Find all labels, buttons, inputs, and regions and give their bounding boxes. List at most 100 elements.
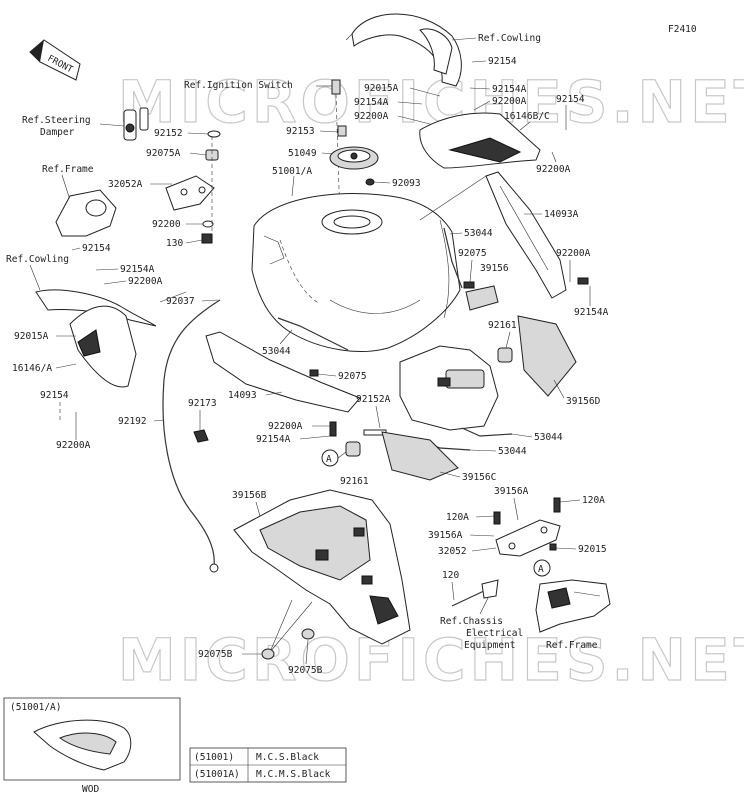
part-51001A: 51001/A xyxy=(272,166,312,177)
bolt-92154A-center xyxy=(329,421,337,437)
part-39156B: 39156B xyxy=(232,490,267,501)
part-92200A-right-3: 92200A xyxy=(556,248,591,259)
part-53044-bottom-2: 53044 xyxy=(498,446,527,457)
damper-92075-mid xyxy=(309,369,319,377)
ref-cowling-left-label: Ref.Cowling xyxy=(6,254,69,265)
bolt-92153 xyxy=(337,125,347,137)
bracket-32052 xyxy=(495,519,561,557)
color-table-code-1: (51001) xyxy=(194,752,234,763)
ref-chassis-label-1: Ref.Chassis xyxy=(440,616,503,627)
bolt-130 xyxy=(201,233,213,244)
inset-box xyxy=(3,697,181,781)
part-92200A-right-1: 92200A xyxy=(492,96,527,107)
part-14093: 14093 xyxy=(228,390,257,401)
part-120A-1: 120A xyxy=(582,495,605,506)
side-cover-14093A xyxy=(485,171,567,299)
part-92200A-center: 92200A xyxy=(268,421,303,432)
seal-53044-bottom-1 xyxy=(461,427,513,437)
chassis-bracket xyxy=(481,579,499,599)
color-table-code-2: (51001A) xyxy=(194,769,240,780)
frame-left-part xyxy=(55,189,117,237)
seal-53044-top xyxy=(443,227,463,289)
part-92015A-left: 92015A xyxy=(14,331,49,342)
part-39156D: 39156D xyxy=(566,396,601,407)
side-cover-14093 xyxy=(205,331,361,413)
part-16146A: 16146/A xyxy=(12,363,52,374)
upper-cowling-part xyxy=(345,13,462,87)
pad-39156D xyxy=(517,315,577,397)
oring-92093 xyxy=(365,178,375,186)
steering-damper-bracket xyxy=(123,107,149,141)
ref-frame-right-label: Ref.Frame xyxy=(546,640,598,651)
part-120: 120 xyxy=(442,570,459,581)
damper-92161-bottom xyxy=(345,441,361,457)
part-92154-right: 92154 xyxy=(556,94,585,105)
part-92200: 92200 xyxy=(152,219,181,230)
inset-tank-part xyxy=(33,719,132,771)
part-39156: 39156 xyxy=(480,263,509,274)
damper-92015 xyxy=(549,543,557,551)
part-53044-mid: 53044 xyxy=(262,346,291,357)
callout-a-2: A xyxy=(538,564,544,575)
bracket-32052A xyxy=(165,175,215,211)
part-92152A: 92152A xyxy=(356,394,391,405)
damper-label: Damper xyxy=(40,127,75,138)
part-53044-bottom-1: 53044 xyxy=(534,432,563,443)
part-92075-center: 92075 xyxy=(458,248,487,259)
part-92200A-right-rear: 92200A xyxy=(536,164,571,175)
part-92154A-right-1: 92154A xyxy=(492,84,527,95)
frame-right-part xyxy=(535,579,611,633)
front-arrow-icon: FRONT xyxy=(29,39,81,81)
part-92154A-right-2: 92154A xyxy=(354,97,389,108)
part-92154A-center: 92154A xyxy=(256,434,291,445)
clamp-92173 xyxy=(193,429,209,443)
part-92152: 92152 xyxy=(154,128,183,139)
color-table: (51001) M.C.S.Black (51001A) M.C.M.S.Bla… xyxy=(189,747,347,783)
pad-39156C xyxy=(381,431,459,481)
part-92154-lower-left: 92154 xyxy=(40,390,69,401)
part-120A-2: 120A xyxy=(446,512,469,523)
fuel-tank-51001 xyxy=(251,193,461,352)
bolt-120A-1 xyxy=(553,497,561,513)
hose-end xyxy=(209,563,219,573)
hose-92192 xyxy=(162,299,221,567)
ref-steering-label: Ref.Steering xyxy=(22,115,91,126)
part-92154-top: 92154 xyxy=(488,56,517,67)
part-16146BC: 16146B/C xyxy=(504,111,550,122)
part-14093A: 14093A xyxy=(544,209,579,220)
part-39156C: 39156C xyxy=(462,472,496,483)
ref-cowling-top-label: Ref.Cowling xyxy=(478,33,541,44)
part-92200A-lower-left: 92200A xyxy=(56,440,91,451)
bolt-92154A-right xyxy=(577,277,589,285)
part-92075-mid: 92075 xyxy=(338,371,367,382)
seal-53044-mid xyxy=(277,317,349,351)
ref-frame-left-label: Ref.Frame xyxy=(42,164,94,175)
part-92200A-left: 92200A xyxy=(128,276,163,287)
part-92075B-2: 92075B xyxy=(288,665,323,676)
ref-chassis-label-3: Equipment xyxy=(464,640,515,651)
washer-92200 xyxy=(202,220,214,228)
part-92154A-right-3: 92154A xyxy=(574,307,609,318)
part-53044-top: 53044 xyxy=(464,228,493,239)
part-92015A-right: 92015A xyxy=(364,83,399,94)
washer-92152 xyxy=(207,130,221,138)
color-table-color-1: M.C.S.Black xyxy=(256,752,319,763)
part-92161-right: 92161 xyxy=(488,320,517,331)
part-32052A: 32052A xyxy=(108,179,143,190)
bolt-120 xyxy=(451,589,487,607)
part-130: 130 xyxy=(166,238,183,249)
part-92154-left: 92154 xyxy=(82,243,111,254)
part-92154A-left: 92154A xyxy=(120,264,155,275)
cowling-left-part xyxy=(35,289,157,388)
ref-chassis-label-2: Electrical xyxy=(466,628,523,639)
damper-92075-center xyxy=(463,281,475,289)
part-92173: 92173 xyxy=(188,398,217,409)
part-92075A: 92075A xyxy=(146,148,181,159)
damper-92161-right xyxy=(497,347,513,363)
color-table-color-2: M.C.M.S.Black xyxy=(256,769,331,780)
inner-panel-16146bc xyxy=(419,112,541,169)
callout-a-circle-2 xyxy=(533,559,551,577)
part-92093: 92093 xyxy=(392,178,421,189)
part-92037: 92037 xyxy=(166,296,195,307)
